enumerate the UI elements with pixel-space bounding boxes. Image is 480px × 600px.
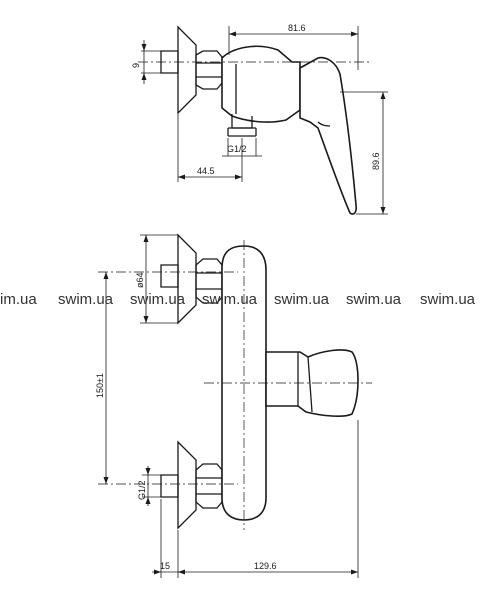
front-upper-flange bbox=[177, 233, 197, 325]
watermark-text: swim.ua bbox=[202, 291, 258, 308]
watermark-text: swim.ua bbox=[346, 291, 402, 308]
side-lever-handle bbox=[299, 56, 357, 215]
watermark-text: im.ua bbox=[0, 291, 37, 308]
side-view: 81.6 9 89.6 44.5 G1/2 bbox=[131, 23, 388, 215]
front-lever-handle bbox=[265, 349, 359, 417]
front-view: ø64 150±1 G1/2 15 129.6 bbox=[95, 233, 372, 578]
side-thread-label: G1/2 bbox=[227, 144, 247, 154]
dim-label-spacing: 150±1 bbox=[95, 373, 105, 398]
side-mixer-body bbox=[221, 45, 301, 123]
watermark-text: swim.ua bbox=[130, 291, 186, 308]
front-lower-nut bbox=[195, 463, 223, 509]
front-thread-label: G1/2 bbox=[137, 480, 147, 500]
dim-label-129-6: 129.6 bbox=[254, 561, 277, 571]
side-inlet-pipe bbox=[160, 50, 179, 74]
side-wall-flange bbox=[177, 25, 197, 115]
dim-label-flange: ø64 bbox=[135, 272, 145, 288]
watermark-text: swim.ua bbox=[274, 291, 330, 308]
side-hex-nut bbox=[195, 50, 223, 90]
dim-label-81-6: 81.6 bbox=[288, 23, 306, 33]
watermark-row: im.ua swim.ua swim.ua swim.ua swim.ua sw… bbox=[0, 291, 476, 308]
front-upper-pipe bbox=[160, 264, 179, 288]
dim-label-89-6: 89.6 bbox=[371, 152, 381, 170]
front-lower-pipe bbox=[160, 474, 179, 498]
dim-label-44-5: 44.5 bbox=[197, 166, 215, 176]
watermark-text: swim.ua bbox=[58, 291, 114, 308]
dim-label-9: 9 bbox=[131, 63, 141, 68]
front-lower-flange bbox=[177, 440, 197, 530]
dim-label-15: 15 bbox=[160, 561, 170, 571]
watermark-text: swim.ua bbox=[420, 291, 476, 308]
